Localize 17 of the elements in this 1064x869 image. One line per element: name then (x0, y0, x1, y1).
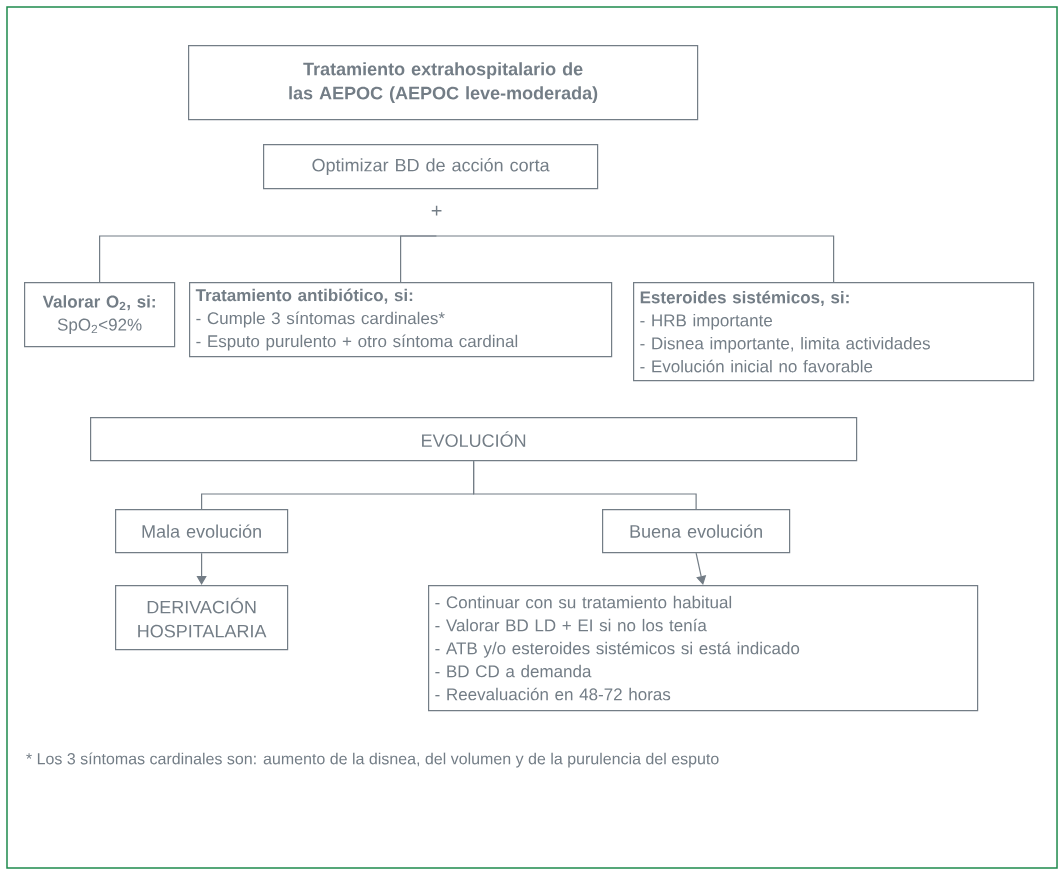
plus-sign: + (431, 205, 442, 216)
process-box: Mala evolución (115, 509, 289, 554)
footnote: * Los 3 síntomas cardinales son: aumento de la disnea, del volumen y de la purulencia del esputo (26, 752, 719, 768)
action-list-box: - Continuar con su tratamiento habitual - Valorar BD LD + EI si no los tenía - ATB y/o esteroides sistémicos si está indicado - BD CD a demanda - Reevaluación en 48-72 horas (428, 585, 979, 712)
connector (436, 235, 835, 283)
condition-box: Esteroides sistémicos, si: - HRB importante - Disnea importante, limita actividades - Evolución inicial no favorable (633, 282, 1035, 382)
process-box: Optimizar BD de acción corta (263, 144, 599, 190)
process-box: EVOLUCIÓN (90, 417, 858, 462)
process-box: Buena evolución (602, 509, 791, 554)
outcome-box: DERIVACIÓN HOSPITALARIA (115, 585, 289, 651)
connector (695, 552, 707, 585)
condition-box: Valorar O$_{2}$, si: SpO$_{2}$<92% (24, 282, 176, 348)
connector (196, 552, 207, 585)
condition-box: Tratamiento antibiótico, si: - Cumple 3 síntomas cardinales* - Esputo purulento + otro síntoma cardinal (189, 282, 613, 358)
connector (400, 235, 438, 283)
connector (473, 460, 697, 510)
title-box: Tratamiento extrahospitalario de las AEPOC (AEPOC leve-moderada) (188, 45, 699, 121)
